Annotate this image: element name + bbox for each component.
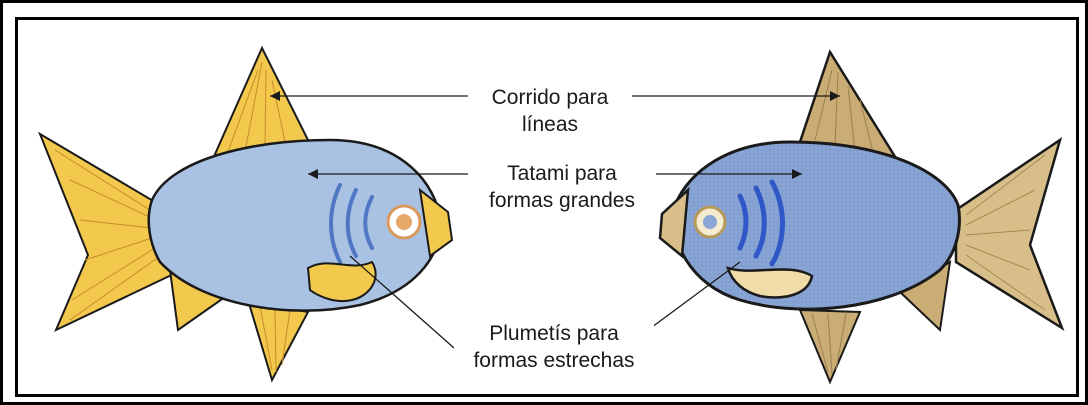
right-fish — [658, 49, 1065, 385]
left-fish-pectoral-fin — [306, 260, 377, 302]
left-fish — [37, 45, 454, 383]
satin-line-right — [647, 261, 741, 331]
satin-line-left — [349, 255, 455, 349]
label-satin-stitch: Plumetís para formas estrechas — [454, 320, 654, 374]
right-fish-gills — [737, 179, 785, 267]
label-running-stitch-line2: líneas — [521, 113, 579, 136]
label-running-stitch-line1: Corrido para — [491, 86, 609, 109]
left-tail-rays — [54, 149, 161, 321]
left-fish-gills — [329, 183, 374, 264]
label-tatami-stitch-line1: Tatami para — [507, 162, 617, 185]
right-fish-mouth — [658, 186, 690, 259]
callout-arrowheads — [270, 91, 840, 179]
label-tatami-stitch: Tatami para formas grandes — [468, 160, 656, 214]
right-fish-tail — [954, 137, 1065, 332]
left-fish-mouth — [418, 187, 454, 258]
label-satin-stitch-line1: Plumetís para — [489, 322, 619, 345]
label-running-stitch: Corrido para líneas — [476, 84, 624, 138]
label-tatami-stitch-line2: formas grandes — [489, 189, 635, 212]
callout-lines — [270, 95, 840, 349]
right-fish-pectoral-fin — [726, 266, 814, 299]
label-satin-stitch-line2: formas estrechas — [473, 349, 635, 372]
